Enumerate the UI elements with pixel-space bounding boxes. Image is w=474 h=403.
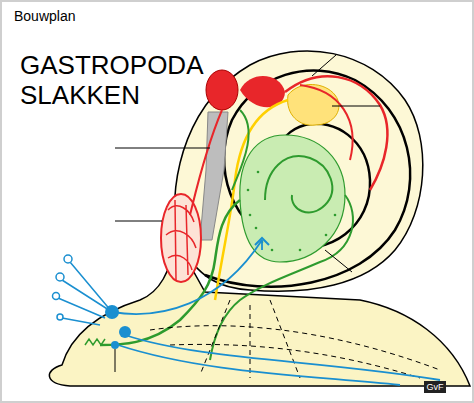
header-label: Bouwplan xyxy=(14,8,76,24)
author-mark: GvF xyxy=(425,381,445,393)
diagram-title: GASTROPODA SLAKKEN xyxy=(20,50,210,110)
